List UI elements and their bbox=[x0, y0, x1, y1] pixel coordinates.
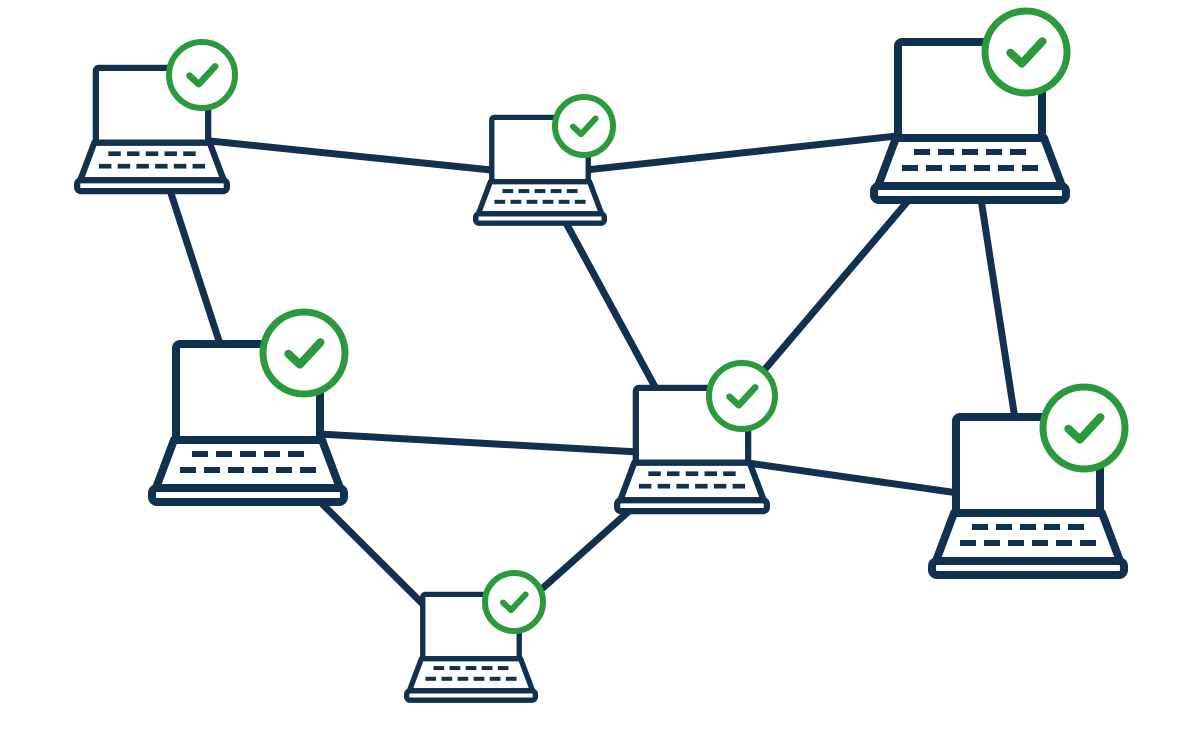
keyboard-keys bbox=[960, 524, 1096, 546]
laptop-middle-center bbox=[614, 360, 778, 515]
keyboard-keys bbox=[180, 451, 316, 473]
keyboard-keys bbox=[638, 471, 746, 489]
laptop-bottom-center bbox=[403, 570, 546, 703]
keyboard-keys bbox=[98, 151, 206, 169]
check-circle-icon bbox=[259, 308, 349, 398]
laptop-top-center bbox=[472, 94, 616, 226]
check-circle-icon bbox=[981, 7, 1071, 97]
laptop-middle-right bbox=[928, 383, 1129, 579]
check-circle-icon bbox=[166, 39, 238, 111]
check-circle-icon bbox=[552, 94, 616, 158]
check-circle-icon bbox=[1039, 383, 1129, 473]
connection-line bbox=[148, 131, 544, 179]
check-circle-icon bbox=[706, 360, 778, 432]
laptop-top-right bbox=[870, 7, 1071, 204]
laptop-middle-left bbox=[148, 308, 349, 506]
laptop-top-left bbox=[74, 39, 238, 195]
laptop-nodes bbox=[74, 7, 1129, 703]
keyboard-keys bbox=[494, 189, 586, 204]
laptop-icon bbox=[74, 64, 230, 195]
keyboard-keys bbox=[425, 666, 517, 681]
keyboard-keys bbox=[902, 149, 1038, 171]
check-circle-icon bbox=[482, 570, 546, 634]
